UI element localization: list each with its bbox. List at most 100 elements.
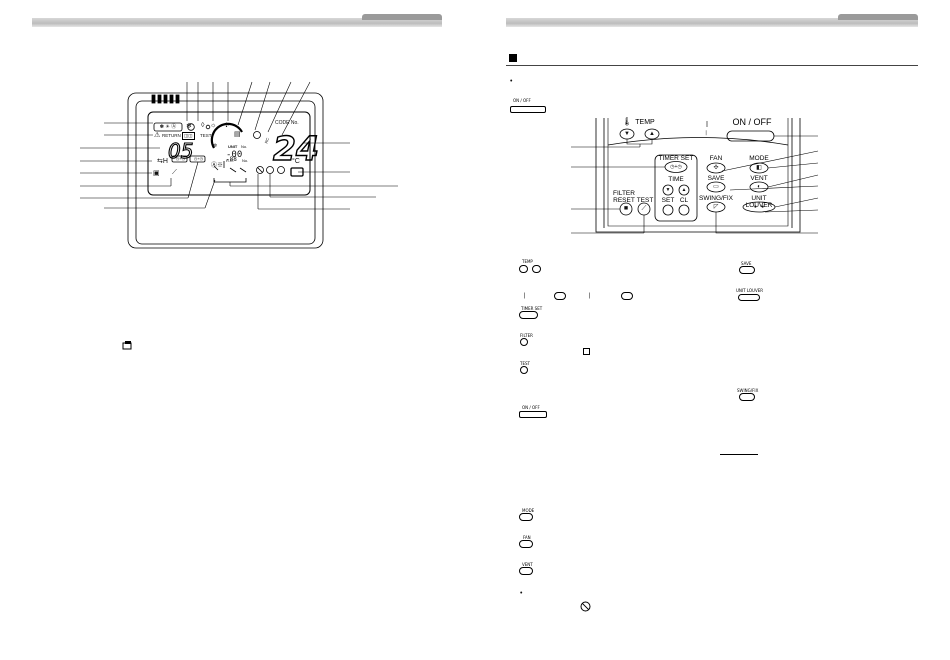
unit-louver-label: UNIT LOUVER: [745, 195, 773, 209]
mini-swing-fix-key: [739, 393, 755, 401]
mini-thermo-icon-b: ❘: [587, 293, 593, 299]
lcd-center-icon: ▣: [153, 170, 160, 177]
test-label: TEST: [636, 197, 654, 204]
lcd-warning-icon: ⚠: [154, 132, 161, 139]
set-button[interactable]: [663, 205, 673, 215]
lcd-heat-icon: ◫◫: [182, 132, 195, 140]
fan-label: FAN: [709, 155, 723, 162]
lcd-no-label: No.: [241, 144, 248, 149]
mini-filter-label: FILTER: [520, 333, 533, 338]
time-label: TIME: [668, 176, 684, 183]
bullet-dot: •: [510, 78, 513, 85]
mini-temp-down-key: [519, 265, 528, 273]
mini-save-label: SAVE: [741, 261, 752, 266]
vent-button[interactable]: ◐: [757, 184, 761, 190]
lcd-fan-indicator-box: ✽ ☀ Ⓐ: [159, 124, 177, 130]
time-up-button[interactable]: ▲: [681, 187, 687, 193]
mini-up-key: [621, 292, 633, 300]
lcd-setting-digits: 05: [168, 139, 193, 163]
temp-label: TEMP: [635, 119, 655, 126]
mini-on-off-label-2: ON / OFF: [522, 405, 540, 410]
swing-fix-label: SWING/FIX: [699, 195, 733, 202]
cl-label: CL: [679, 197, 689, 204]
lcd-fan-icon: ✣: [224, 123, 230, 129]
filter-label: FILTER: [613, 190, 635, 197]
underline-mark: [720, 454, 758, 455]
on-off-button[interactable]: [727, 131, 774, 141]
mini-on-off-key-2: [519, 411, 547, 418]
mini-unit-louver-label: UNIT LOUVER: [736, 288, 764, 293]
mini-unit-louver-key: [738, 294, 760, 301]
save-label: SAVE: [707, 175, 725, 182]
mini-save-key: [739, 266, 755, 274]
prohibit-icon: [580, 599, 591, 612]
lcd-temperature-digits: 24: [273, 129, 319, 168]
mini-fan-label: FAN: [523, 535, 531, 540]
mini-temp-up-key: [532, 265, 541, 273]
lcd-unit-digits-a: -00: [226, 150, 243, 160]
section-marker-square: [509, 54, 517, 62]
on-off-label: ON / OFF: [732, 117, 772, 127]
indicator-lamp-icon: ❘: [704, 130, 709, 136]
lcd-timer-icon: ◷+◷: [175, 156, 186, 161]
mini-on-off-label: ON / OFF: [513, 98, 531, 103]
mini-test-label: TEST: [520, 361, 530, 366]
lcd-filter-icon: ▤: [234, 131, 241, 138]
lcd-timer-icon-2: ◷+◷: [193, 156, 204, 161]
mini-mode-key: [519, 513, 533, 521]
unit-louver-button[interactable]: ● ●: [753, 204, 765, 210]
section-heading-rule: [506, 65, 918, 66]
lcd-auto-icon: Ⓐ※: [211, 163, 224, 169]
lcd-dry-icon: ◊: [201, 122, 205, 129]
bullet-dot-2: •: [520, 590, 523, 597]
lcd-display-diagram: 24 05: [80, 81, 398, 249]
thermometer-icon: 🌡︎: [622, 117, 633, 126]
mini-timer-set-key: [519, 311, 538, 319]
mini-on-off-key: [510, 106, 546, 113]
filter-reset-button[interactable]: ■: [623, 205, 629, 212]
lcd-sun-icon: ☼: [210, 122, 217, 129]
timer-set-button[interactable]: ◷+◷: [670, 164, 682, 170]
mini-timer-set-label: TIMER SET: [521, 306, 543, 311]
filter-reference-icon: [122, 337, 132, 350]
mode-button[interactable]: ◧: [756, 165, 762, 171]
lcd-unit-label: UNIT: [228, 144, 238, 149]
cl-button[interactable]: [679, 205, 689, 215]
left-page-header-tab: [362, 14, 442, 20]
mini-vent-key: [519, 567, 533, 575]
mini-swing-fix-label: SWING/FIX: [737, 388, 759, 393]
mode-label: MODE: [749, 155, 769, 162]
remote-controller-diagram: [571, 118, 819, 234]
mini-test-key: [520, 366, 528, 374]
test-button[interactable]: ⟋: [641, 205, 647, 212]
mini-thermo-icon-a: ❘: [522, 293, 528, 299]
mini-temp-label: TEMP: [522, 259, 533, 264]
save-button[interactable]: ▭: [713, 184, 719, 190]
mini-down-key: [554, 292, 566, 300]
lcd-cool-icon: ❄: [186, 123, 192, 130]
lcd-rno-label: No.: [242, 158, 249, 163]
swing-fix-button[interactable]: ◸: [713, 204, 719, 210]
time-down-button[interactable]: ▼: [665, 187, 671, 193]
lcd-test-label: TEST: [200, 133, 212, 138]
right-page-header-tab: [838, 14, 918, 20]
reset-label: RESET: [613, 197, 635, 204]
timer-set-label: TIMER SET: [658, 155, 694, 162]
temp-down-button[interactable]: ▼: [624, 131, 630, 137]
lcd-unit-digits-b: -88: [226, 156, 237, 163]
lcd-swing-arrow-icon: ⇆H: [157, 158, 168, 165]
mini-mode-label: MODE: [522, 508, 535, 513]
lcd-degree-unit: °C: [292, 158, 300, 165]
fan-button[interactable]: ✣: [713, 165, 719, 171]
mini-fan-key: [519, 540, 533, 548]
mini-vent-label: VENT: [522, 562, 533, 567]
right-page-header-bar: [506, 18, 918, 27]
lcd-wrench-icon: ⟋: [172, 169, 177, 176]
vent-label: VENT: [750, 175, 768, 182]
lcd-return-label: RETURN: [162, 133, 181, 138]
mini-filter-key: [520, 338, 528, 346]
left-page-header-bar: [32, 18, 442, 27]
mini-filter-square-icon: [583, 348, 590, 355]
lcd-snow-small-icon: ✲: [213, 143, 218, 149]
temp-up-button[interactable]: ▲: [649, 131, 655, 137]
